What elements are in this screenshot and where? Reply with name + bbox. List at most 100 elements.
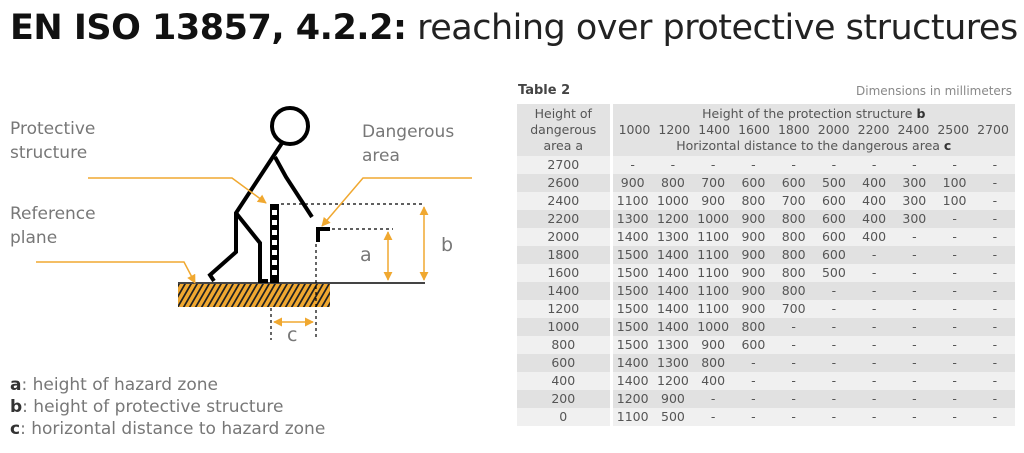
distance-cell: - [773, 156, 814, 174]
hazard-zone-icon [315, 227, 393, 340]
label-line: area [362, 146, 400, 166]
distance-cell: - [853, 300, 895, 318]
distance-cell: - [813, 408, 854, 426]
distance-cell: 400 [853, 192, 895, 210]
distance-cell: 900 [733, 246, 774, 264]
distance-cell: - [974, 408, 1015, 426]
legend-text: : height of protective structure [22, 397, 284, 417]
distance-cell: 1100 [693, 282, 734, 300]
distance-cell: - [813, 318, 854, 336]
column-header-sub-text: Horizontal distance to the dangerous are… [676, 138, 940, 153]
distance-cell: - [693, 156, 734, 174]
legend-key: a [10, 375, 22, 395]
diagram-legend: a: height of hazard zone b: height of pr… [10, 374, 325, 440]
distance-cell: - [813, 282, 854, 300]
reach-over-diagram: Protective structure Reference plane Dan… [0, 70, 500, 370]
distance-cell: 1400 [652, 264, 694, 282]
distance-cell: - [934, 408, 975, 426]
hazard-height-cell: 2600 [517, 174, 613, 192]
distance-cell: - [974, 246, 1015, 264]
distance-cell: - [733, 372, 774, 390]
distance-cell: - [813, 300, 854, 318]
label-line: Dangerous [362, 122, 455, 142]
distance-cell: 900 [693, 192, 734, 210]
legend-item-c: c: horizontal distance to hazard zone [10, 418, 325, 440]
distance-cell: - [894, 390, 935, 408]
legend-text: : horizontal distance to hazard zone [20, 419, 326, 439]
hazard-height-cell: 1400 [517, 282, 613, 300]
distance-cell: 1400 [611, 228, 653, 246]
distance-cell: 900 [611, 174, 653, 192]
distance-cell: - [934, 228, 975, 246]
distance-cell: - [853, 318, 895, 336]
column-value: 2000 [817, 122, 850, 137]
row-header-line: dangerous [530, 122, 597, 137]
distance-cell: - [934, 282, 975, 300]
column-value: 2700 [977, 122, 1009, 137]
distance-cell: - [934, 156, 975, 174]
label-line: plane [10, 228, 58, 248]
distance-cell: 1000 [693, 210, 734, 228]
distance-cell: - [813, 336, 854, 354]
distance-cell: - [894, 354, 935, 372]
distance-cell: 1300 [652, 228, 694, 246]
distance-cell: - [611, 156, 653, 174]
distance-cell: - [934, 318, 975, 336]
distance-cell: 600 [813, 192, 854, 210]
distance-cell: 900 [733, 228, 774, 246]
distance-cell: - [733, 156, 774, 174]
distance-cell: - [974, 192, 1015, 210]
row-header: Height of dangerous area a [517, 104, 613, 156]
distance-cell: 100 [934, 192, 975, 210]
person-icon [207, 106, 314, 283]
distance-cell: - [974, 174, 1015, 192]
column-header-sub: Horizontal distance to the dangerous are… [613, 138, 1015, 154]
dimension-c-label: c [287, 324, 298, 346]
distance-cell: - [934, 372, 975, 390]
distance-cell: 1500 [611, 264, 653, 282]
distance-cell: - [693, 390, 734, 408]
row-header-line: area a [543, 138, 584, 153]
distance-cell: - [693, 408, 734, 426]
distance-cell: - [934, 210, 975, 228]
hazard-height-cell: 1600 [517, 264, 613, 282]
distance-cell: 600 [813, 228, 854, 246]
distance-cell: 1500 [611, 318, 653, 336]
distance-cell: 1500 [611, 300, 653, 318]
distance-cell: 1400 [611, 372, 653, 390]
table-units: Dimensions in millimeters [856, 84, 1012, 98]
distance-cell: 1400 [652, 318, 694, 336]
distance-cell: - [813, 156, 854, 174]
distance-cell: - [853, 156, 895, 174]
distance-cell: 600 [813, 246, 854, 264]
distance-cell: - [894, 264, 935, 282]
distance-cell: 1400 [611, 354, 653, 372]
distance-cell: - [974, 336, 1015, 354]
distance-cell: - [934, 390, 975, 408]
hazard-height-cell: 2700 [517, 156, 613, 174]
legend-key: b [10, 397, 23, 417]
distance-cell: - [894, 282, 935, 300]
label-line: Reference [10, 204, 96, 224]
distance-cell: 600 [773, 174, 814, 192]
distance-cell: - [853, 246, 895, 264]
distance-cell: 900 [733, 300, 774, 318]
distance-cell: 1000 [652, 192, 694, 210]
dangerous-area-leader [321, 177, 472, 227]
column-header-sub-key: c [943, 138, 952, 153]
distance-cell: 1100 [611, 408, 653, 426]
distance-table: Height of dangerous area a Height of the… [517, 104, 1015, 426]
distance-cell: - [974, 282, 1015, 300]
distance-cell: 700 [693, 174, 734, 192]
distance-cell: 800 [733, 318, 774, 336]
distance-cell: - [974, 300, 1015, 318]
distance-cell: 1100 [693, 300, 734, 318]
